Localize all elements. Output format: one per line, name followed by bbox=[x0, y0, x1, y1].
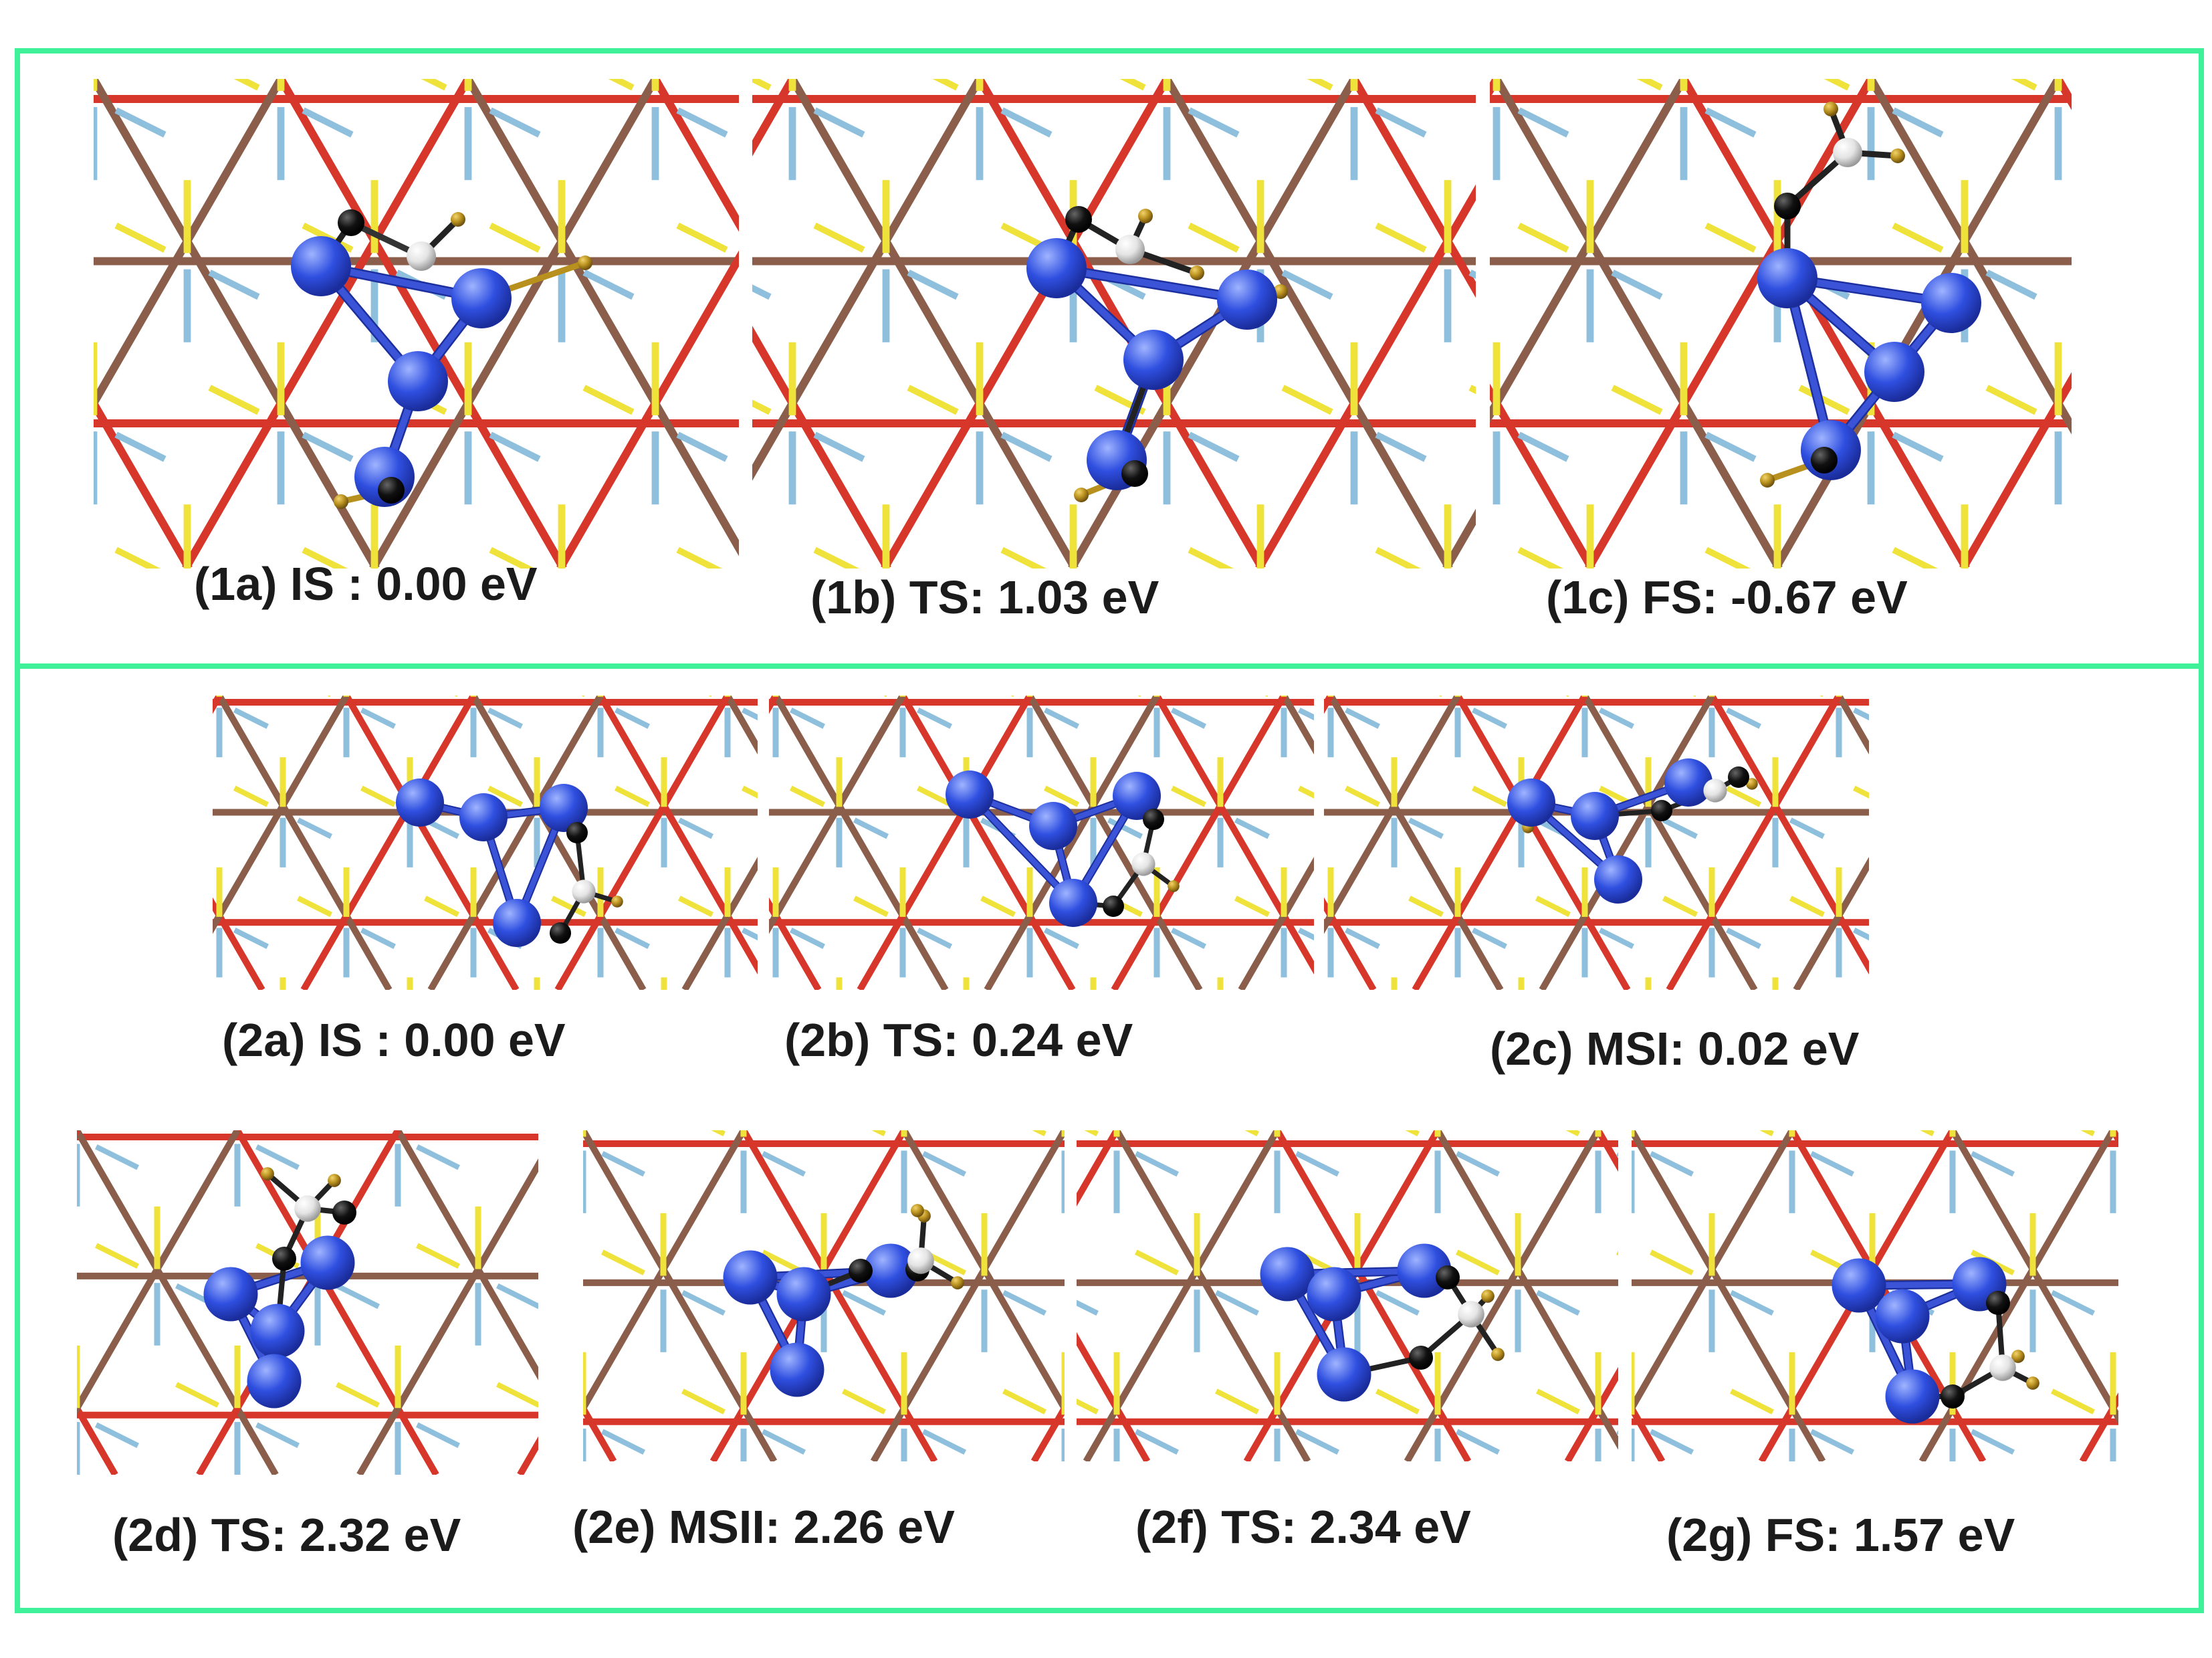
panel-1a-caption: (1a) IS : 0.00 eV bbox=[194, 558, 538, 610]
panel-1c-structure bbox=[1490, 79, 2072, 568]
panel-2g-structure bbox=[1632, 1130, 2118, 1461]
panel-2b-structure bbox=[769, 696, 1314, 990]
panel-1b-caption: (1b) TS: 1.03 eV bbox=[810, 571, 1159, 623]
panel-1c-caption: (1c) FS: -0.67 eV bbox=[1546, 571, 1908, 623]
panel-2e-caption: (2e) MSII: 2.26 eV bbox=[572, 1501, 955, 1553]
panel-2a-structure bbox=[213, 696, 758, 990]
panel-2e-structure bbox=[583, 1130, 1065, 1461]
panel-2g-caption: (2g) FS: 1.57 eV bbox=[1666, 1509, 2015, 1561]
panel-2f-caption: (2f) TS: 2.34 eV bbox=[1135, 1501, 1471, 1553]
panel-2d-caption: (2d) TS: 2.32 eV bbox=[112, 1509, 461, 1561]
group-frame-2 bbox=[15, 663, 2204, 1613]
panel-1a-structure bbox=[94, 79, 739, 568]
panel-2b-caption: (2b) TS: 0.24 eV bbox=[784, 1014, 1133, 1066]
panel-2d-structure bbox=[77, 1130, 538, 1475]
panel-2a-caption: (2a) IS : 0.00 eV bbox=[222, 1014, 566, 1066]
panel-2c-structure bbox=[1324, 696, 1869, 990]
panel-2f-structure bbox=[1077, 1130, 1618, 1461]
panel-2c-caption: (2c) MSI: 0.02 eV bbox=[1490, 1023, 1860, 1075]
panel-1b-structure bbox=[752, 79, 1476, 568]
